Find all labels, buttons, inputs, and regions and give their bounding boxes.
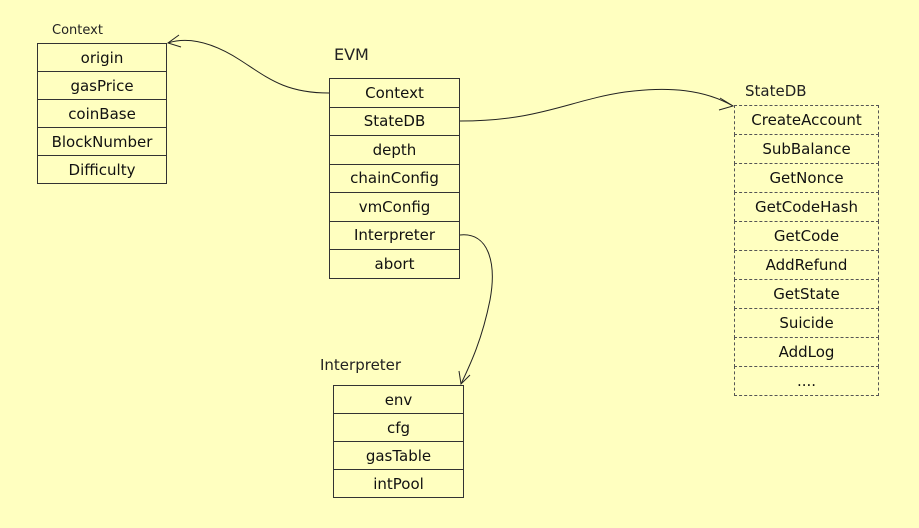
interpreter-title: Interpreter [320, 356, 402, 374]
evm-field-chainconfig: chainConfig [329, 163, 460, 193]
evm-field-statedb: StateDB [329, 106, 460, 136]
evm-field-interpreter: Interpreter [329, 220, 460, 250]
statedb-method-suicide: Suicide [734, 308, 879, 338]
context-field-origin: origin [37, 43, 167, 72]
statedb-method-createaccount: CreateAccount [734, 105, 879, 135]
context-struct: origin gasPrice coinBase BlockNumber Dif… [37, 43, 167, 184]
statedb-method-getnonce: GetNonce [734, 163, 879, 193]
arrowhead-context-icon [166, 34, 182, 48]
context-field-blocknumber: BlockNumber [37, 127, 167, 156]
statedb-struct: CreateAccount SubBalance GetNonce GetCod… [734, 105, 879, 396]
evm-struct: Context StateDB depth chainConfig vmConf… [329, 78, 460, 279]
statedb-method-more: .... [734, 366, 879, 396]
statedb-method-getcode: GetCode [734, 221, 879, 251]
context-title: Context [52, 23, 103, 38]
connector-evm-context-to-context [167, 39, 330, 94]
evm-field-abort: abort [329, 249, 460, 279]
evm-title: EVM [334, 45, 369, 64]
statedb-method-subbalance: SubBalance [734, 134, 879, 164]
arrowhead-statedb-icon [718, 97, 735, 111]
evm-field-depth: depth [329, 135, 460, 165]
context-field-difficulty: Difficulty [37, 155, 167, 184]
connector-evm-statedb-to-statedb [459, 88, 734, 122]
arrowhead-interpreter-icon [458, 370, 471, 386]
context-field-coinbase: coinBase [37, 99, 167, 128]
interpreter-field-intpool: intPool [333, 469, 464, 498]
interpreter-struct: env cfg gasTable intPool [333, 385, 464, 498]
connector-evm-interpreter-to-interpreter [459, 234, 493, 385]
statedb-title: StateDB [745, 82, 807, 100]
evm-field-context: Context [329, 78, 460, 108]
statedb-method-addlog: AddLog [734, 337, 879, 367]
evm-field-vmconfig: vmConfig [329, 192, 460, 222]
